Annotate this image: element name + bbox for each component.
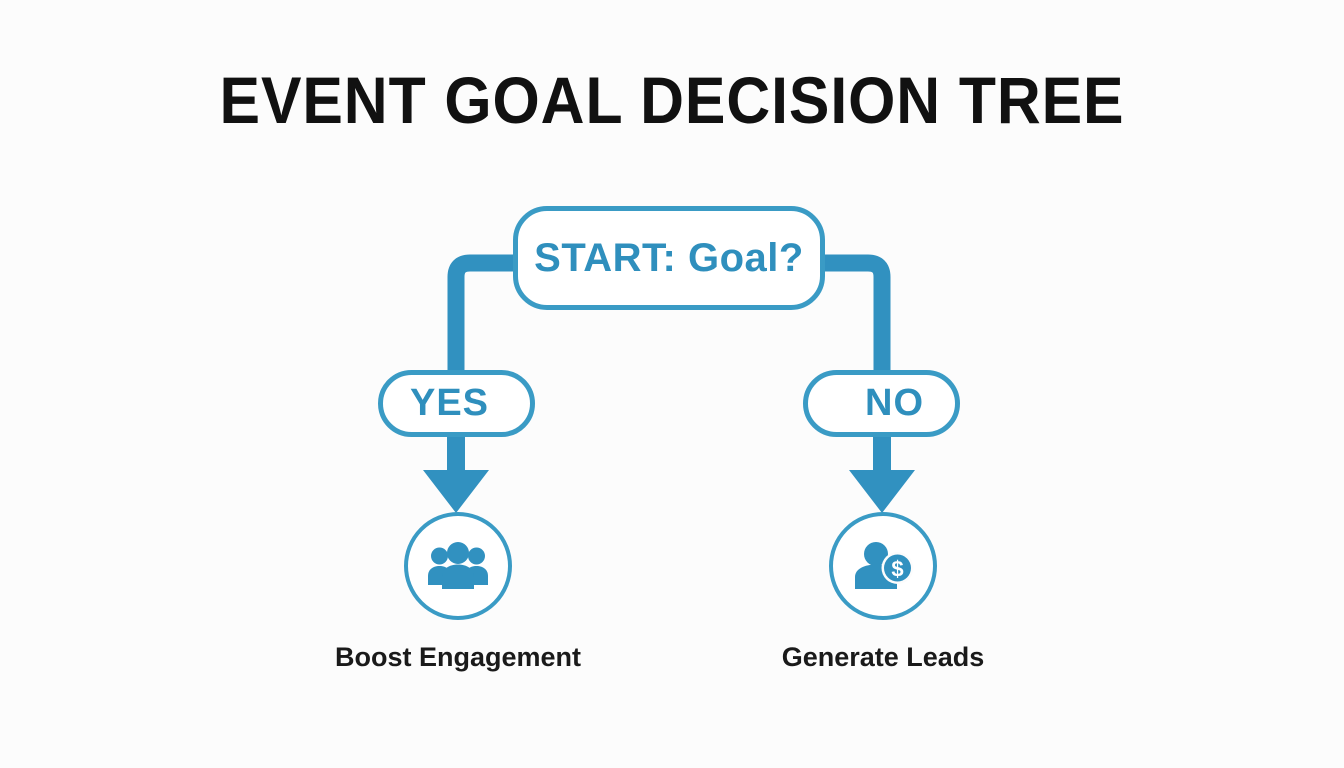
outcome-boost-engagement[interactable]: Boost Engagement xyxy=(335,512,581,673)
branch-label-yes: YES xyxy=(409,382,490,424)
page-title: EVENT GOAL DECISION TREE xyxy=(219,63,1125,137)
arrow-yes-to-engagement xyxy=(423,434,489,513)
outcome-generate-leads[interactable]: $ Generate Leads xyxy=(782,512,984,673)
people-group-icon xyxy=(428,542,488,589)
outcome-label-engagement: Boost Engagement xyxy=(334,642,582,672)
connector-start-to-yes xyxy=(447,254,513,372)
start-node[interactable]: START: Goal? xyxy=(513,206,825,310)
branch-node-no[interactable]: NO xyxy=(803,370,960,437)
outcome-icon-circle-leads: $ xyxy=(829,512,937,620)
connector-start-to-no xyxy=(825,254,891,372)
arrow-no-to-leads xyxy=(849,434,915,513)
branch-node-yes[interactable]: YES xyxy=(378,370,535,437)
outcome-icon-circle-engagement xyxy=(404,512,512,620)
person-dollar-icon: $ xyxy=(855,542,914,589)
branch-label-no: NO xyxy=(865,382,924,424)
svg-text:$: $ xyxy=(891,557,903,582)
outcome-label-leads: Generate Leads xyxy=(781,642,985,672)
start-node-label: START: Goal? xyxy=(534,235,804,280)
